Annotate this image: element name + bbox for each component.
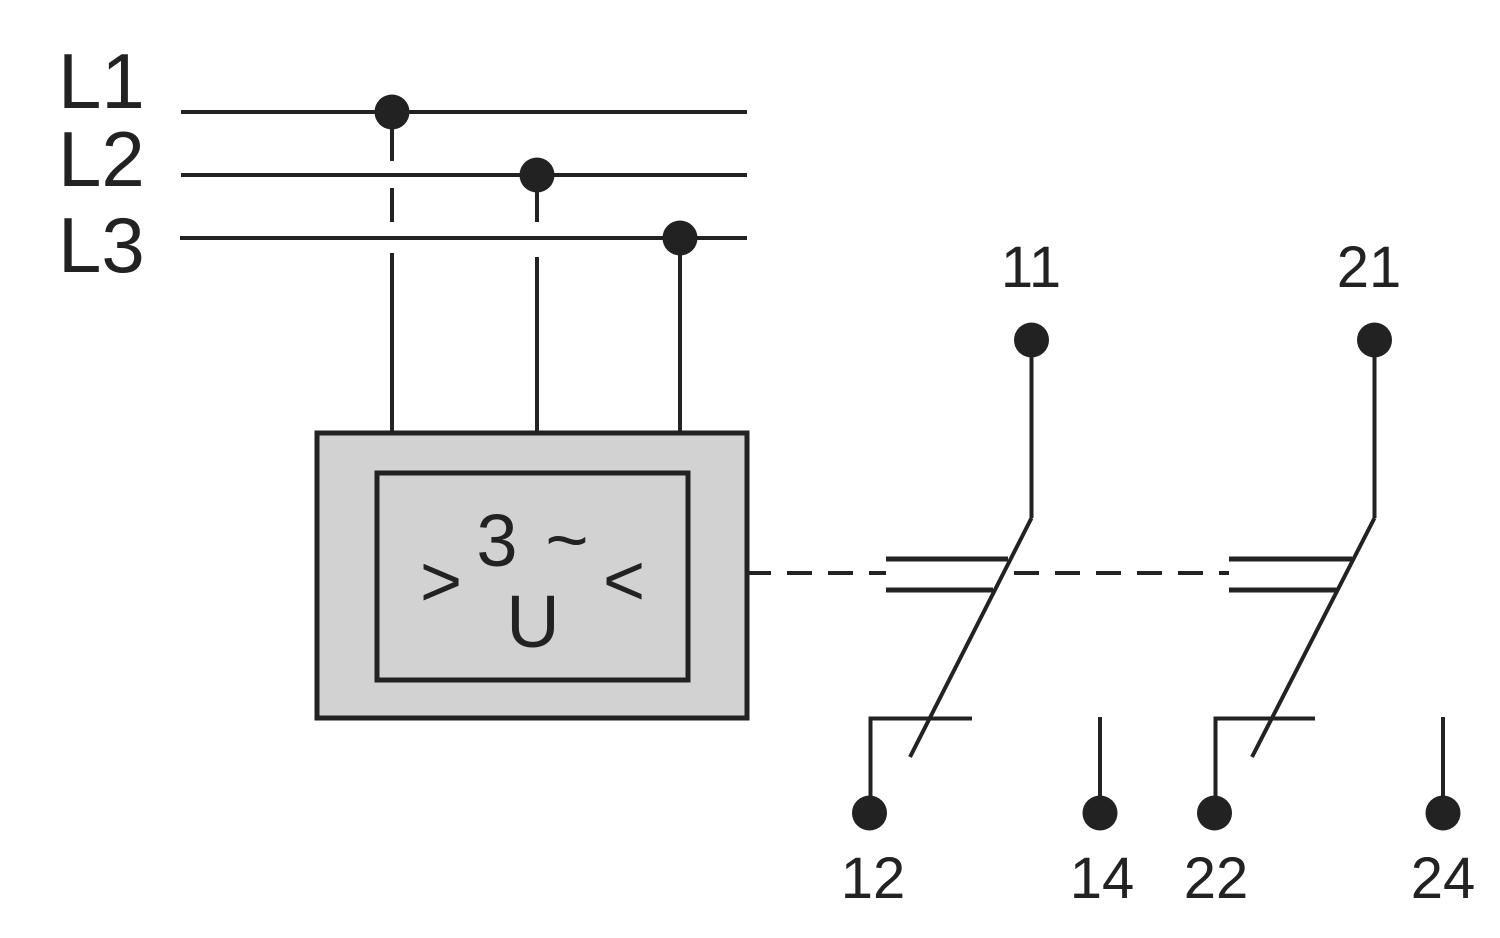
terminal-label-14: 14 [1070,846,1135,911]
terminal-label-24: 24 [1411,846,1476,911]
terminal-label-11: 11 [1001,235,1061,300]
monitor-box: 3 ~ > U < [314,430,750,721]
terminal-dot-12 [852,795,887,831]
phase-label-l2: L2 [58,115,145,203]
monitor-symbol-less-than: < [603,541,645,621]
monitor-box-outer-frame [314,430,750,721]
monitor-symbol-greater-than: > [420,542,462,622]
terminal-dot-22 [1197,795,1232,831]
phase-label-l3: L3 [58,201,145,289]
terminal-dot-14 [1082,795,1118,831]
terminal-label-22: 22 [1184,846,1249,911]
nc-branch-line-22 [1213,716,1315,813]
contact-blade-1 [908,517,1034,758]
terminal-label-12: 12 [841,846,906,911]
changeover-contact-2: 21 22 24 [1184,235,1476,911]
terminal-dot-24 [1425,795,1461,831]
monitor-symbol-number: 3 [476,499,517,582]
phase-lines: L1 L2 L3 [58,37,747,435]
phase-label-l1: L1 [58,37,145,125]
monitor-symbol-tilde: ~ [545,498,588,581]
monitor-symbol-voltage: U [506,580,559,663]
changeover-contact-1: 11 12 14 [841,235,1135,911]
terminal-label-21: 21 [1337,235,1402,300]
nc-branch-line-12 [868,716,972,813]
monitor-box-inner-frame [374,470,691,683]
contact-blade-2 [1250,517,1377,758]
